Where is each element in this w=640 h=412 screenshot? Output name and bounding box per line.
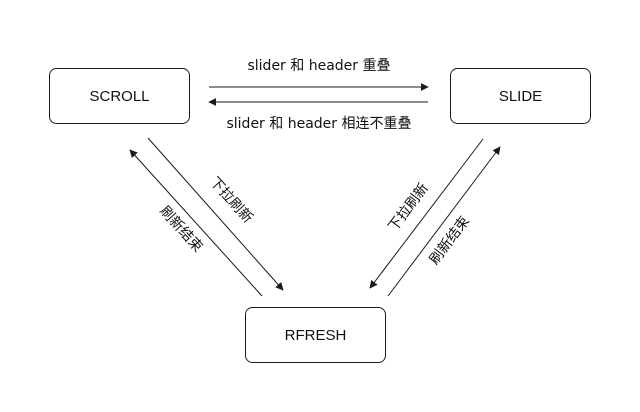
scroll-state-label: SCROLL	[89, 88, 149, 105]
scroll-to-slide-label: slider 和 header 重叠	[247, 58, 390, 74]
slide-state-box	[450, 68, 591, 124]
slide-to-refresh-arrow	[369, 138, 484, 289]
slide-state-node: SLIDE	[450, 68, 591, 124]
refresh-state-node: RFRESH	[245, 307, 386, 363]
scroll-state-node: SCROLL	[49, 68, 190, 124]
scroll-state-box	[49, 68, 190, 124]
scroll-to-refresh-arrow	[147, 137, 284, 291]
refresh-state-label: RFRESH	[285, 327, 347, 344]
slide-to-refresh-label: 下拉刷新	[386, 180, 432, 234]
refresh-to-scroll-label: 刷新结束	[156, 203, 205, 255]
refresh-state-box	[245, 307, 386, 363]
scroll-to-refresh-label: 下拉刷新	[206, 174, 255, 226]
refresh-to-slide-arrow	[387, 146, 501, 297]
refresh-to-slide-label: 刷新结束	[427, 213, 473, 267]
refresh-to-scroll-arrow	[129, 149, 263, 297]
slide-to-scroll-label: slider 和 header 相连不重叠	[226, 116, 411, 132]
slide-state-label: SLIDE	[499, 88, 542, 105]
